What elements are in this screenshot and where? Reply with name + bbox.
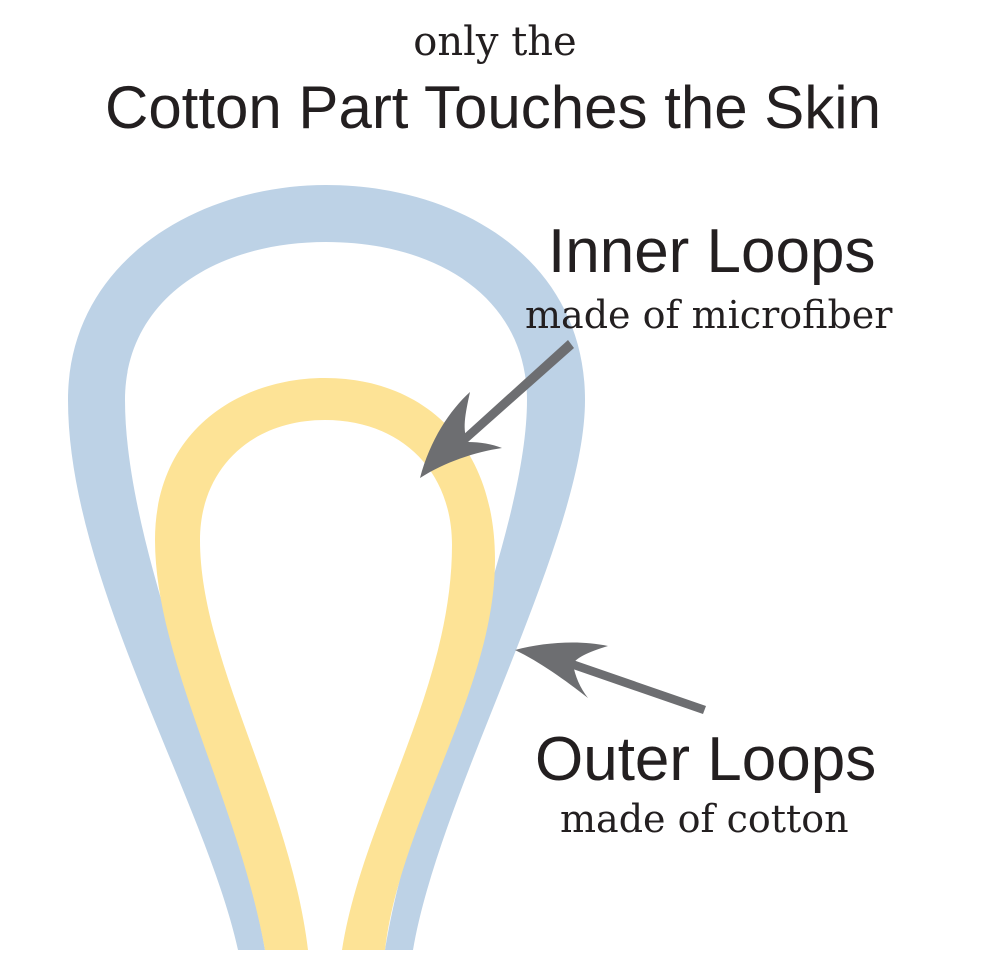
inner-loops-subtitle: made of microfiber xyxy=(525,293,893,337)
inner-loop-microfiber xyxy=(155,378,495,950)
title-line-2: Cotton Part Touches the Skin xyxy=(105,74,881,141)
inner-arrow xyxy=(420,340,574,478)
inner-loops-title: Inner Loops xyxy=(548,217,875,286)
outer-arrow xyxy=(515,642,706,714)
outer-loops-title: Outer Loops xyxy=(535,725,876,794)
title-line-1: only the xyxy=(413,19,576,65)
outer-loop-cotton xyxy=(68,185,585,950)
outer-loops-subtitle: made of cotton xyxy=(560,797,849,841)
